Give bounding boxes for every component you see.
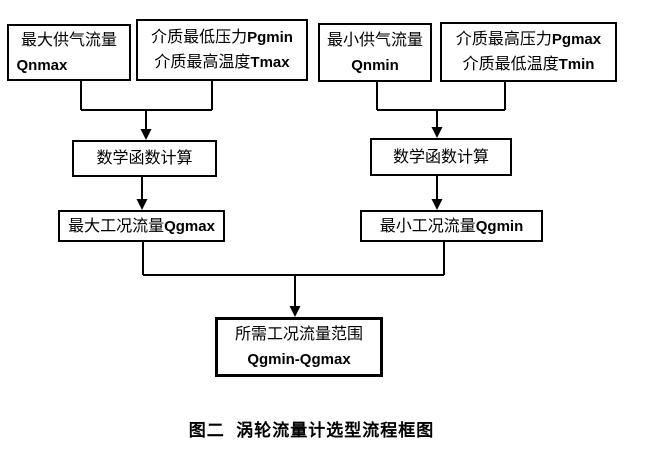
- connector-right-merge: [376, 82, 506, 111]
- box-required-flow-range: 所需工况流量范围 Qgmin-Qgmax: [215, 317, 383, 377]
- box-line: 最小工况流量Qgmin: [379, 217, 524, 235]
- arrowhead-right-math: [431, 127, 443, 138]
- box-line: 最小供气流量: [326, 31, 423, 49]
- box-line: Qnmin: [351, 56, 399, 74]
- box-max-supply-flow: 最大供气流量 Qnmax: [7, 24, 131, 81]
- connector-bottom-merge: [142, 242, 445, 276]
- box-min-working-flow: 最小工况流量Qgmin: [360, 210, 543, 242]
- box-min-supply-flow: 最小供气流量 Qnmin: [318, 23, 432, 82]
- box-max-pressure-min-temp: 介质最高压力Pgmax 介质最低温度Tmin: [440, 22, 617, 82]
- box-line: 数学函数计算: [96, 150, 193, 167]
- box-line: 数学函数计算: [392, 148, 489, 166]
- box-max-working-flow: 最大工况流量Qgmax: [58, 210, 225, 242]
- box-line: 最大工况流量Qgmax: [68, 217, 215, 235]
- box-line: 介质最高压力Pgmax: [455, 31, 602, 48]
- box-min-pressure-max-temp: 介质最低压力Pgmin 介质最高温度Tmax: [136, 19, 308, 81]
- figure-caption: 图二 涡轮流量计选型流程框图: [188, 421, 435, 440]
- arrowhead-qgmax: [136, 199, 148, 210]
- box-line: 最大供气流量: [20, 31, 117, 49]
- box-line: Qgmin-Qgmax: [247, 351, 351, 368]
- box-line: 介质最低压力Pgmin: [151, 29, 293, 46]
- box-line: 介质最高温度Tmax: [154, 54, 290, 71]
- box-line: Qnmax: [16, 56, 68, 74]
- arrowhead-left-math: [140, 129, 152, 140]
- arrowhead-result: [289, 306, 301, 317]
- box-math-calc-right: 数学函数计算: [370, 138, 512, 176]
- box-math-calc-left: 数学函数计算: [72, 140, 217, 177]
- box-line: 所需工况流量范围: [234, 326, 363, 343]
- box-line: 介质最低温度Tmin: [462, 56, 595, 73]
- connector-left-merge: [80, 81, 213, 111]
- arrowhead-qgmin: [431, 199, 443, 210]
